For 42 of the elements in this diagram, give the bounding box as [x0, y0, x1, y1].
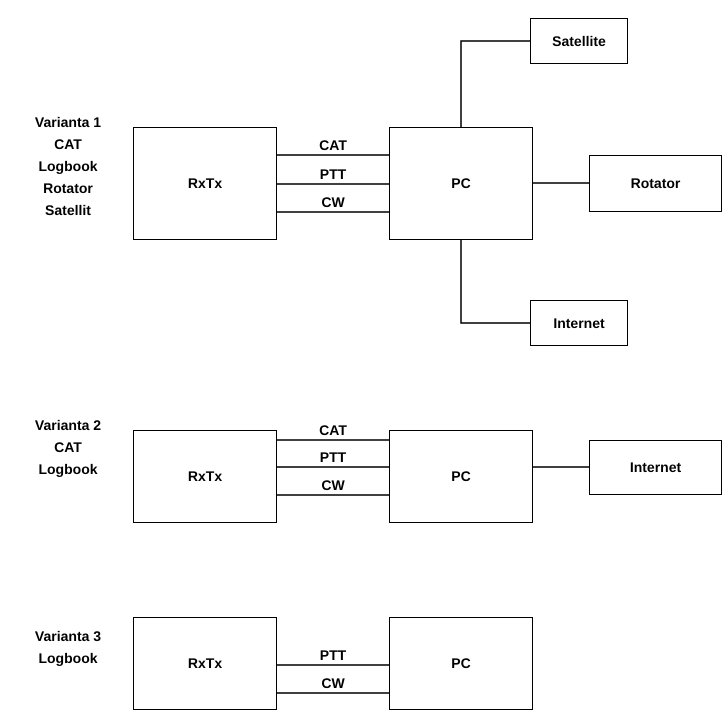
block-label: Rotator [630, 174, 680, 193]
connector-line [277, 183, 389, 185]
connector-line [277, 494, 389, 496]
block-box [389, 430, 533, 523]
variant-label: Varianta 1 [34, 113, 102, 132]
block-box [133, 127, 277, 240]
block-box [589, 440, 722, 495]
block-label: RxTx [188, 174, 222, 193]
connector-line [277, 692, 389, 694]
variant-label: Logbook [38, 157, 98, 176]
connector-line [277, 664, 389, 666]
block-label: PC [451, 467, 471, 486]
connector-line [277, 154, 389, 156]
variant-label: Logbook [38, 649, 98, 668]
variant-label: Rotator [43, 179, 93, 198]
block-label: RxTx [188, 467, 222, 486]
variant-label: Varianta 2 [34, 416, 102, 435]
connector-line [277, 466, 389, 468]
block-label: Internet [630, 458, 682, 477]
connector-line [533, 466, 589, 468]
connector-line [533, 182, 589, 184]
variant-label: Varianta 3 [34, 627, 102, 646]
block-label: RxTx [188, 654, 222, 673]
connector-line [460, 240, 530, 324]
variant-label: CAT [54, 438, 82, 457]
block-box [133, 617, 277, 710]
variant-label: CAT [54, 135, 82, 154]
variant-label: Logbook [38, 460, 98, 479]
block-label: PC [451, 174, 471, 193]
block-box [133, 430, 277, 523]
block-box [530, 18, 628, 64]
block-box [389, 617, 533, 710]
block-label: Satellite [552, 32, 606, 50]
block-label: PC [451, 654, 471, 673]
variant-label: Satellit [45, 201, 91, 220]
block-box [389, 127, 533, 240]
connector-line [277, 211, 389, 213]
block-box [530, 300, 628, 346]
connector-line [277, 439, 389, 441]
block-box [589, 155, 722, 212]
connector-line [460, 40, 530, 127]
block-label: Internet [553, 314, 605, 332]
